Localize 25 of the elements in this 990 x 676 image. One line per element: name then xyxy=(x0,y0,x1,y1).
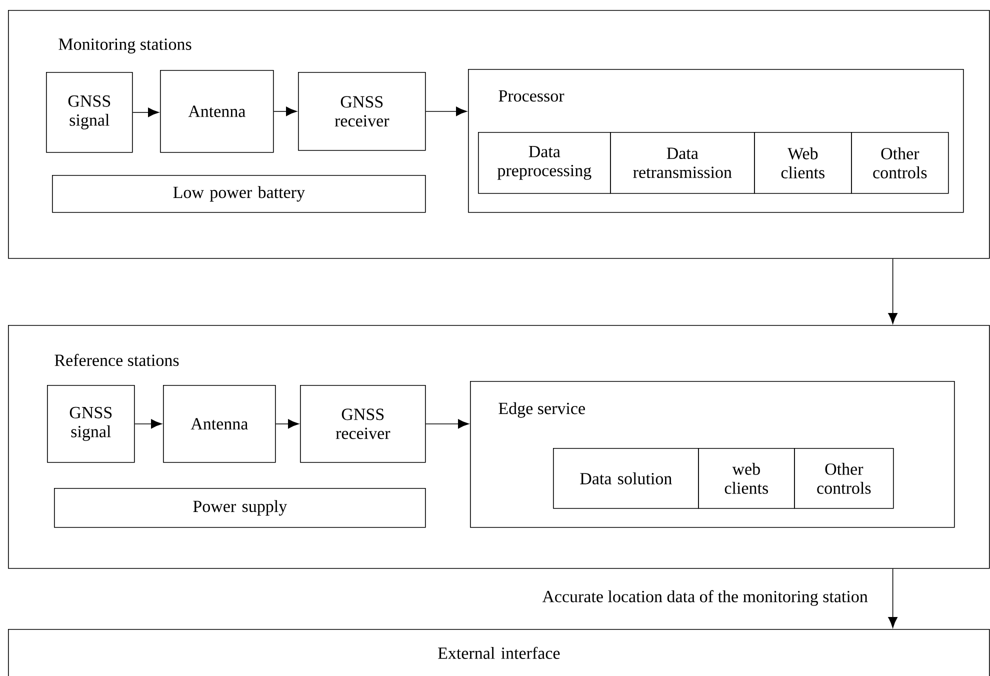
process-box: Antenna xyxy=(163,384,276,463)
arrow xyxy=(275,419,299,429)
arrow xyxy=(425,106,467,116)
arrow xyxy=(132,108,159,118)
process-box: Data preprocessing xyxy=(478,132,611,194)
arrow xyxy=(273,106,297,116)
process-box: web clients xyxy=(698,448,795,509)
process-box: Data solution xyxy=(553,448,699,509)
edge-label: Accurate location data of the monitoring station xyxy=(541,589,869,607)
process-box: Data retransmission xyxy=(610,132,755,194)
process-box: GNSS signal xyxy=(47,384,135,463)
process-box: Other controls xyxy=(794,448,894,509)
arrow xyxy=(425,419,469,429)
process-box: Web clients xyxy=(754,132,852,194)
process-box: GNSS receiver xyxy=(298,72,426,151)
process-box: Low power battery xyxy=(52,174,426,213)
process-box: GNSS signal xyxy=(46,72,133,153)
process-box: External interface xyxy=(8,628,990,676)
process-box: Other controls xyxy=(851,132,949,194)
process-box: GNSS receiver xyxy=(300,384,426,463)
arrow xyxy=(888,568,898,628)
arrow xyxy=(888,258,898,324)
process-box: Power supply xyxy=(54,488,426,528)
arrow xyxy=(134,419,162,429)
process-box: Antenna xyxy=(160,70,274,153)
